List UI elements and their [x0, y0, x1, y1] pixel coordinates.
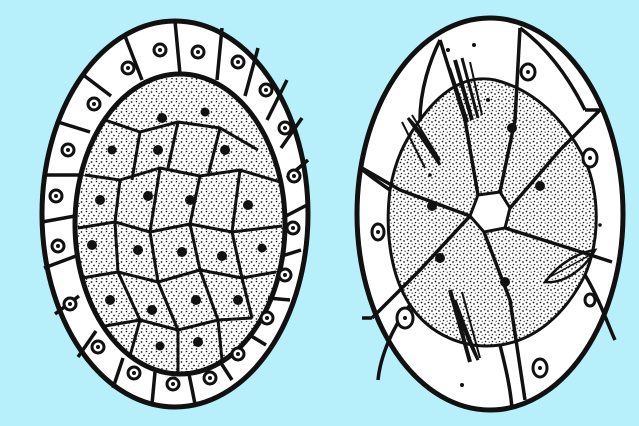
left-cell-cluster — [42, 21, 308, 407]
right-cell-cluster — [357, 18, 623, 410]
